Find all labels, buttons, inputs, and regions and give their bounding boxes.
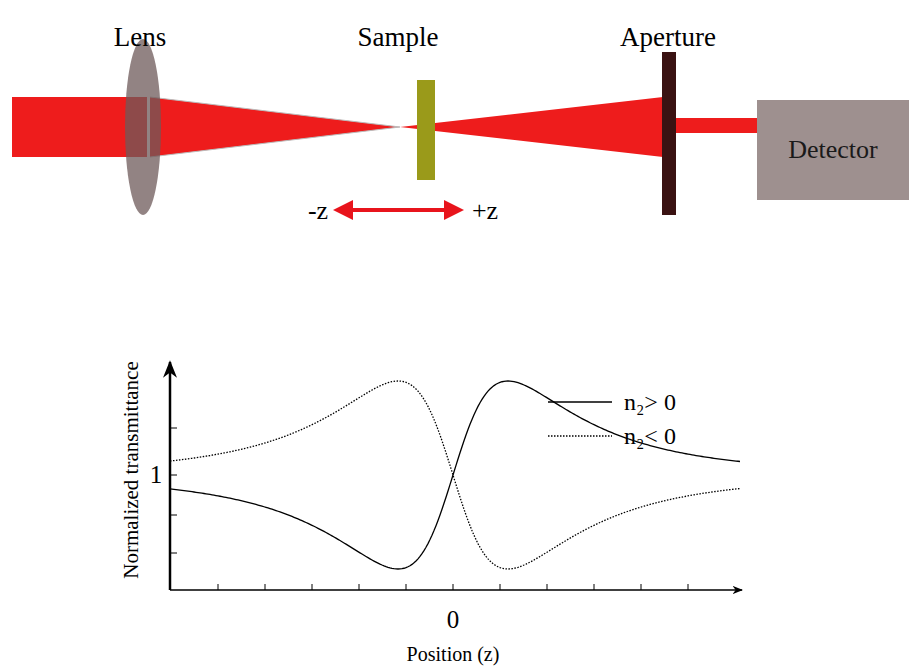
tick — [359, 584, 360, 590]
tick-label: 0 — [447, 606, 460, 634]
beam-edge — [150, 97, 400, 127]
tick — [170, 553, 177, 554]
tick — [547, 584, 548, 590]
tick — [594, 584, 595, 590]
legend-sample — [548, 435, 612, 436]
tick — [170, 475, 177, 476]
aperture — [662, 52, 676, 215]
transmitted-beam — [676, 118, 758, 133]
tick — [312, 584, 313, 590]
tick — [688, 584, 689, 590]
legend-text: n₂< 0 — [624, 423, 676, 449]
sample-label: Sample — [358, 23, 439, 53]
lens-label: Lens — [114, 23, 166, 53]
tick — [218, 584, 219, 590]
tick — [641, 584, 642, 590]
aperture-label: Aperture — [620, 23, 716, 53]
beam-edge — [150, 127, 400, 157]
scan-arrow — [337, 208, 460, 212]
axis-ticks — [170, 428, 688, 590]
diverging-beam — [400, 97, 663, 157]
axis-direction: -z — [308, 197, 328, 226]
curves — [170, 381, 740, 569]
converging-beam — [150, 97, 400, 157]
x-axis — [170, 589, 742, 591]
axis-title: Position (z) — [407, 643, 500, 665]
curve-positive — [170, 381, 740, 569]
legend-sample — [548, 401, 612, 402]
lens — [125, 39, 161, 215]
tick — [170, 515, 177, 516]
tick — [406, 584, 407, 590]
legend-text: n₂> 0 — [624, 389, 676, 415]
y-axis — [169, 362, 172, 590]
tick — [170, 428, 177, 429]
tick — [265, 584, 266, 590]
tick-label: 1 — [150, 461, 163, 489]
detector-box: Detector — [757, 100, 909, 200]
tick — [453, 584, 454, 590]
axis-title: Normalized transmittance — [120, 361, 143, 579]
axis-direction: +z — [472, 197, 498, 226]
sample — [417, 80, 435, 180]
node-text: Detector — [788, 135, 878, 165]
curve-negative — [170, 381, 740, 569]
tick — [500, 584, 501, 590]
